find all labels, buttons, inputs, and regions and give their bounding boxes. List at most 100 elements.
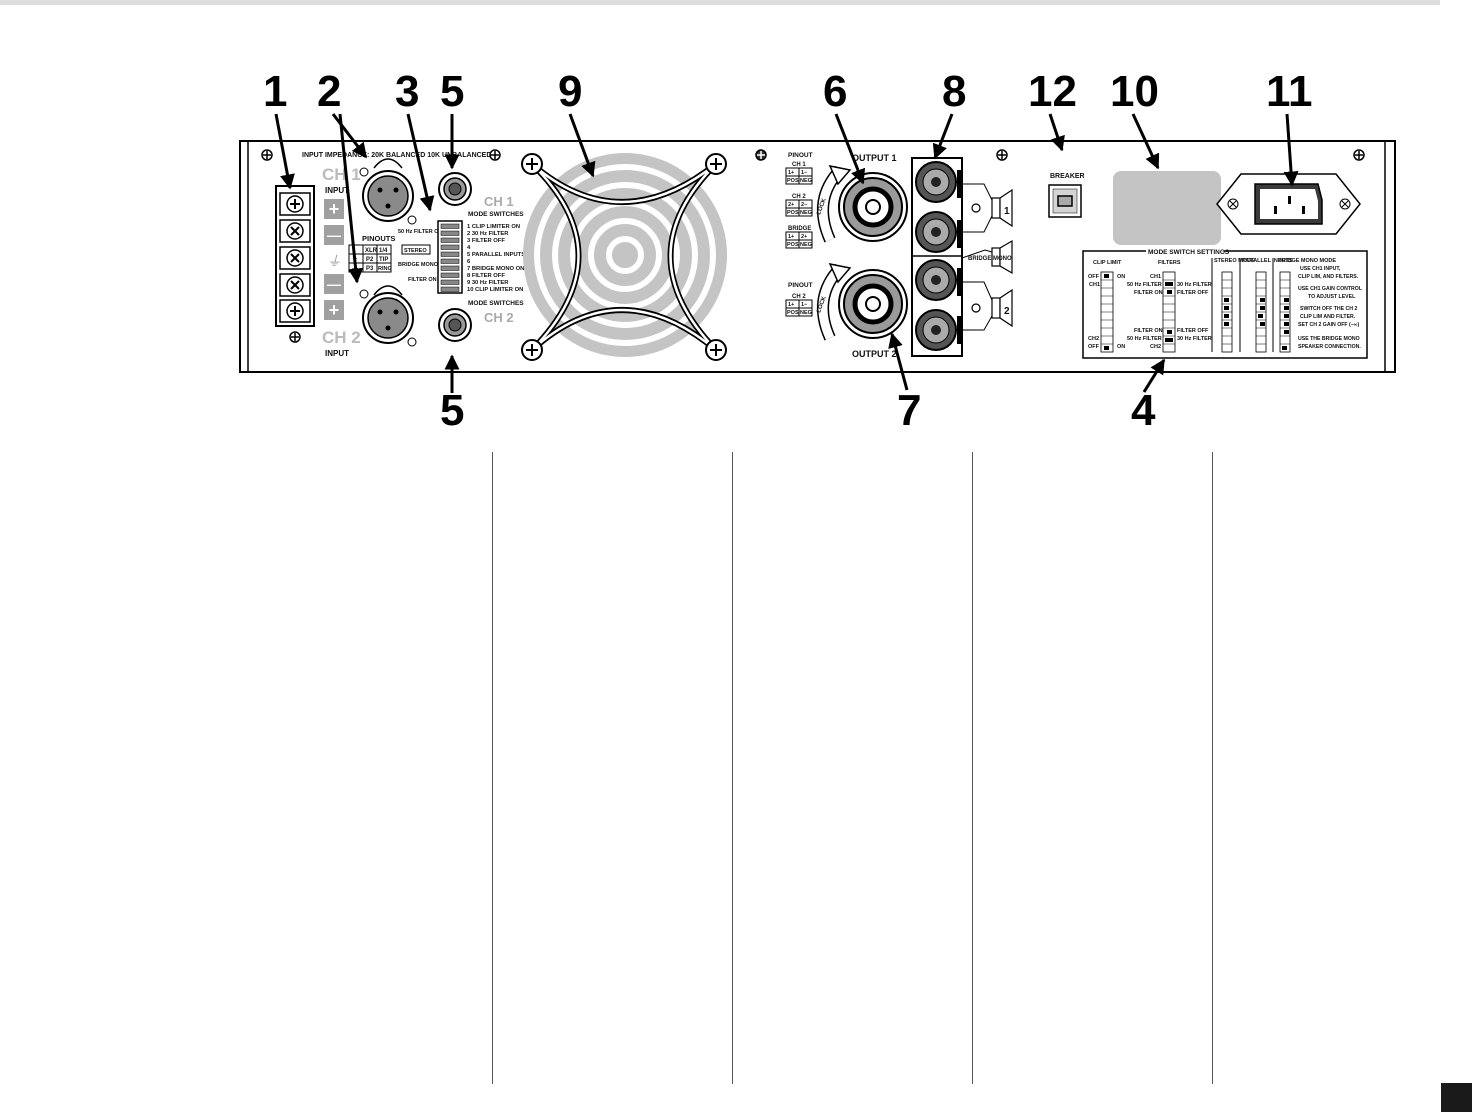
- minus-label-2: —: [327, 276, 341, 292]
- speakon-output-1[interactable]: [838, 172, 908, 242]
- lock-arrow-icon: LOCK: [816, 262, 852, 341]
- bridge-note: TO ADJUST LEVEL: [1308, 294, 1356, 300]
- pinout2-ch2-label: CH 2: [792, 294, 806, 300]
- lock-label-1: LOCK: [816, 197, 828, 216]
- pinout-header-quarter: 1/4: [379, 248, 388, 254]
- switch-item: 10 CLIP LIMITER ON: [467, 287, 523, 293]
- binding-posts[interactable]: [911, 157, 963, 357]
- speaker-icon-bridge: [991, 239, 1013, 275]
- pinouts-title: PINOUTS: [362, 234, 395, 243]
- bridge-note: SET CH 2 GAIN OFF (−∞): [1298, 322, 1359, 328]
- pinout-cell: 2−: [801, 202, 807, 208]
- filter-on-1: FILTER ON: [1134, 290, 1163, 296]
- pinout-cell: 1−: [801, 302, 807, 308]
- switch-item: 3 FILTER OFF: [467, 238, 505, 244]
- filter-off-1: FILTER OFF: [1177, 290, 1209, 296]
- pinout-cell: NEG: [800, 310, 812, 316]
- screw-icon: [996, 149, 1008, 161]
- column-divider: [972, 452, 973, 1084]
- plus-label: +: [329, 199, 340, 219]
- pinout-cell: POS: [787, 310, 799, 316]
- top-rule: [0, 0, 1440, 5]
- pinout-cell: P2: [366, 257, 374, 263]
- callout-9: 9: [558, 67, 582, 116]
- mode-switches-label-2: MODE SWITCHES: [468, 300, 524, 307]
- bridge-note: CLIP LIM AND FILTER.: [1300, 314, 1356, 320]
- switch-item: 5 PARALLEL INPUTS: [467, 252, 525, 258]
- column-divider: [732, 452, 733, 1084]
- ch2-input-label: INPUT: [325, 349, 349, 358]
- panel-screws: [261, 149, 1365, 343]
- hz30-filter-1: 30 Hz FILTER: [1177, 282, 1212, 288]
- callout-5-bottom: 5: [440, 386, 464, 435]
- bridge-note: USE THE BRIDGE MONO: [1298, 336, 1360, 342]
- bridge-note: USE CH1 INPUT,: [1300, 266, 1341, 272]
- on-label-2: ON: [1117, 344, 1125, 350]
- pinout-cell: 1+: [788, 302, 794, 308]
- page-tab-marker: [1441, 1083, 1472, 1112]
- label-plate: [1113, 171, 1221, 245]
- bridge-mono-off-label: BRIDGE MONO OFF: [398, 262, 451, 268]
- stereo-label: STEREO: [404, 248, 427, 254]
- on-label: ON: [1117, 274, 1125, 280]
- pinout-ch1-label: CH 1: [792, 162, 806, 168]
- callout-leaders: [274, 113, 1299, 393]
- ch1-big-label: CH 1: [322, 165, 361, 184]
- bridge-mono-label: BRIDGE MONO: [968, 256, 1012, 262]
- breaker-button[interactable]: [1048, 184, 1082, 218]
- bridge-mono-mode-header: BRIDGE MONO MODE: [1278, 258, 1336, 264]
- off-label-2: OFF: [1088, 344, 1100, 350]
- ground-label: ⏚: [327, 253, 341, 269]
- bridge-note: SPEAKER CONNECTION.: [1298, 344, 1361, 350]
- pinout-cell: 1−: [801, 170, 807, 176]
- filter-on-2: FILTER ON: [1134, 328, 1163, 334]
- stereo-mode-header: STEREO MODE: [1214, 258, 1255, 264]
- callout-6: 6: [823, 67, 847, 116]
- speakon-output-2[interactable]: [838, 269, 908, 339]
- pinout-cell: POS: [787, 210, 799, 216]
- clip-limit-header: CLIP LIMIT: [1093, 260, 1122, 266]
- filters-ch2: CH2: [1150, 344, 1161, 350]
- pinout-header-xlr: XLR: [365, 248, 378, 254]
- pinout-cell: 1+: [788, 234, 794, 240]
- plus-label-2: +: [329, 300, 340, 320]
- ch1-short-label: CH1: [1089, 282, 1100, 288]
- switch-item: 8 FILTER OFF: [467, 273, 505, 279]
- pinout-cell: RING: [378, 266, 392, 272]
- pinout-cell: POS: [787, 178, 799, 184]
- hz50-filter-1: 50 Hz FILTER: [1127, 282, 1162, 288]
- quarter-inch-jack-ch1[interactable]: [438, 172, 472, 206]
- xlr-input-ch1[interactable]: [359, 158, 417, 225]
- ch2-short-label: CH2: [1088, 336, 1099, 342]
- bridge-note: SWITCH OFF THE CH 2: [1300, 306, 1357, 312]
- ch1-input-label: INPUT: [325, 186, 349, 195]
- barrier-strip-input: [275, 185, 315, 327]
- switch-item: 9 30 Hz FILTER: [467, 280, 509, 286]
- bridge-note: USE CH1 GAIN CONTROL: [1298, 286, 1363, 292]
- pinout-cell: NEG: [800, 210, 812, 216]
- speaker-1-label: 1: [1004, 206, 1010, 217]
- pinout-bridge-label: BRIDGE: [788, 226, 811, 232]
- switch-item: 2 30 Hz FILTER: [467, 231, 509, 237]
- pinout-title-2: PINOUT: [788, 282, 813, 289]
- screw-icon: [1353, 149, 1365, 161]
- speaker-icon-1: 1: [971, 188, 1013, 228]
- hz30-filter-2: 30 Hz FILTER: [1177, 336, 1212, 342]
- switch-ch1-label: CH 1: [484, 194, 514, 209]
- breaker-label: BREAKER: [1050, 173, 1085, 180]
- switch-item: 1 CLIP LIMITER ON: [467, 224, 520, 230]
- ac-power-inlet[interactable]: [1216, 173, 1361, 235]
- switch-item: 4: [467, 245, 471, 251]
- pinout-title-1: PINOUT: [788, 152, 813, 159]
- mode-switches-label-1: MODE SWITCHES: [468, 211, 524, 218]
- quarter-inch-jack-ch2[interactable]: [438, 308, 472, 342]
- switch-ch2-label: CH 2: [484, 310, 514, 325]
- switch-item: 7 BRIDGE MONO ON: [467, 266, 524, 272]
- screw-icon: [289, 331, 301, 343]
- callout-12: 12: [1028, 67, 1077, 116]
- xlr-input-ch2[interactable]: [359, 285, 417, 347]
- hz50-filter-2: 50 Hz FILTER: [1127, 336, 1162, 342]
- callout-1: 1: [263, 67, 287, 116]
- screw-icon: [755, 149, 767, 161]
- minus-label: —: [327, 227, 341, 243]
